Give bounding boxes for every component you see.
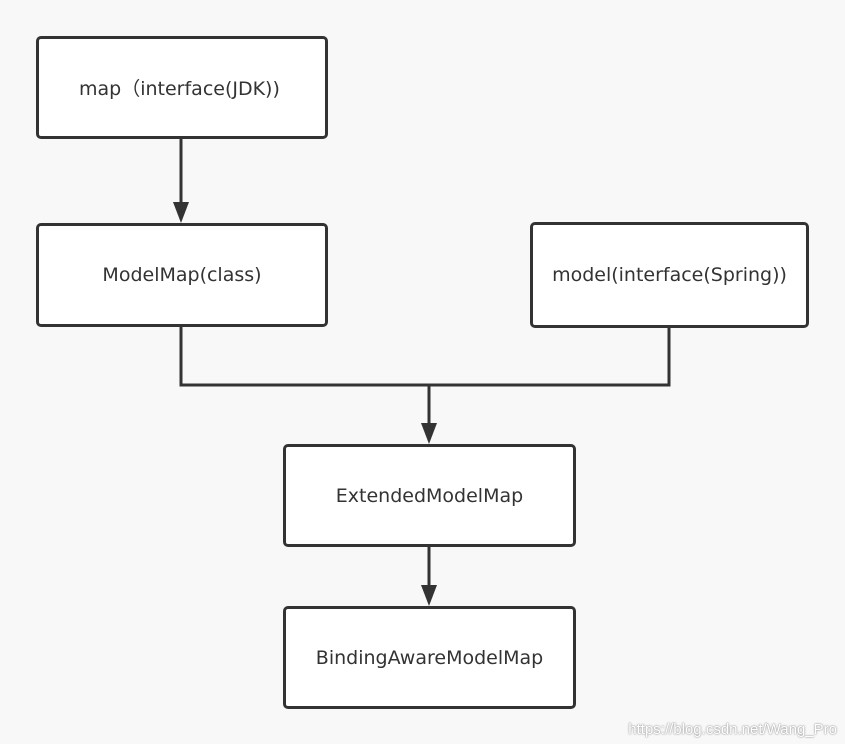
binding-aware-modelmap-label: BindingAwareModelMap <box>315 646 544 669</box>
model-interface-node: model(interface(Spring)) <box>530 222 809 328</box>
edge-model-to-extended <box>429 328 671 387</box>
model-interface-label: model(interface(Spring)) <box>552 264 787 286</box>
map-interface-label: map（interface(JDK)) <box>79 78 280 100</box>
edge-modelmap-to-extended <box>179 327 429 387</box>
arrowhead-to-extended <box>421 423 437 444</box>
modelmap-class-label: ModelMap(class) <box>102 264 262 286</box>
arrowhead-to-binding <box>421 585 437 606</box>
watermark-text: https://blog.csdn.net/Wang_Pro <box>628 721 837 738</box>
arrowhead-map-to-modelmap <box>173 202 189 223</box>
binding-aware-modelmap-node: BindingAwareModelMap <box>283 606 576 709</box>
extended-modelmap-node: ExtendedModelMap <box>283 444 576 547</box>
map-interface-node: map（interface(JDK)) <box>36 36 328 139</box>
modelmap-class-node: ModelMap(class) <box>36 223 328 327</box>
extended-modelmap-label: ExtendedModelMap <box>335 484 524 507</box>
